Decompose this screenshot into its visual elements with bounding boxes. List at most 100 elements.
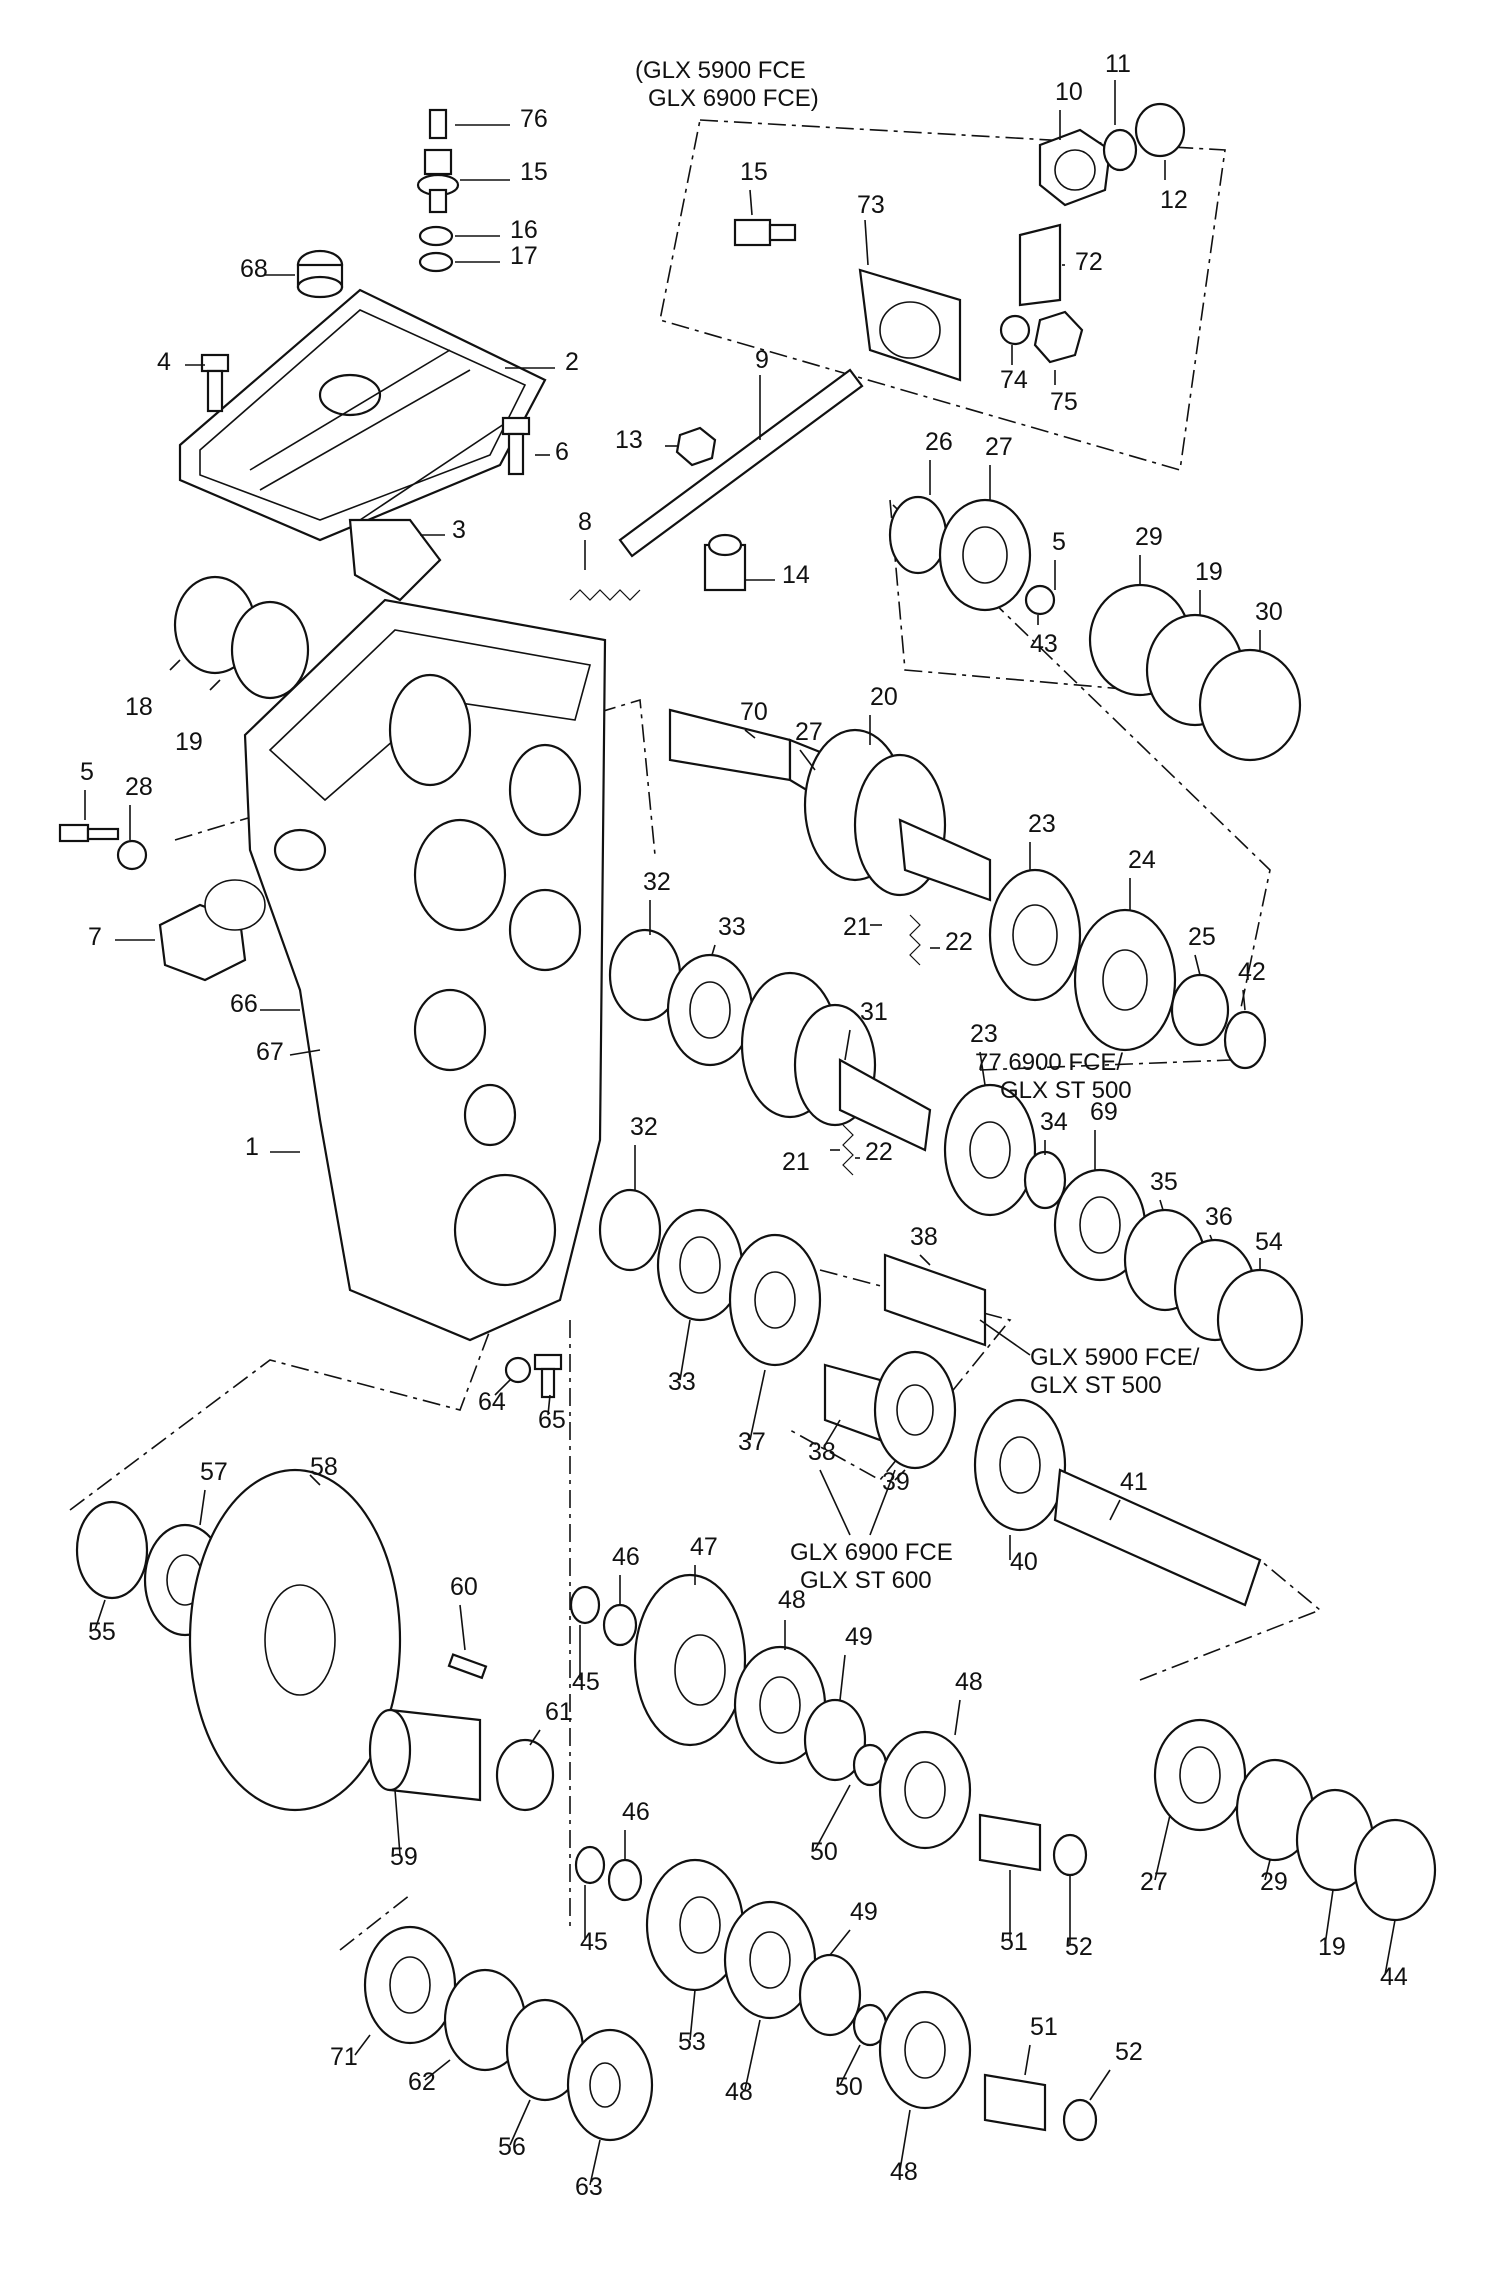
bearing-33-lower bbox=[656, 1208, 744, 1322]
leader-line-50 bbox=[814, 1784, 851, 1851]
part-number-label-24: 24 bbox=[1128, 846, 1156, 874]
o-ring-52-lower bbox=[1062, 2098, 1098, 2142]
leader-line-39 bbox=[894, 1469, 906, 1481]
part-number-label-33: 33 bbox=[718, 913, 746, 941]
part-number-label-42: 42 bbox=[1238, 958, 1266, 986]
leader-line-19 bbox=[1324, 1889, 1334, 1946]
part-number-label-67: 67 bbox=[256, 1038, 284, 1066]
leader-line-33 bbox=[679, 1319, 691, 1381]
leader-line-61 bbox=[529, 1729, 541, 1746]
sleeve-note-line1: GLX 5900 FCE/ bbox=[1030, 1344, 1200, 1371]
part-number-label-54: 54 bbox=[1255, 1228, 1283, 1256]
leader-line-38 bbox=[919, 1254, 931, 1266]
part-number-label-6: 6 bbox=[555, 438, 569, 466]
leader-line-48 bbox=[954, 1699, 961, 1736]
sleeve-note-line2: GLX ST 500 bbox=[1030, 1372, 1162, 1399]
seal-12 bbox=[1134, 102, 1186, 158]
part-number-label-5: 5 bbox=[1052, 528, 1066, 556]
part-number-label-48: 48 bbox=[778, 1586, 806, 1614]
washer-74 bbox=[999, 314, 1031, 346]
part-number-label-73: 73 bbox=[857, 191, 885, 219]
gear-24 bbox=[1073, 908, 1177, 1052]
part-number-label-20: 20 bbox=[870, 683, 898, 711]
leader-line-70 bbox=[744, 729, 756, 739]
bearing-33-top bbox=[666, 953, 754, 1067]
top-group-note-line2: GLX 6900 FCE) bbox=[648, 85, 819, 112]
sleeve-72 bbox=[1018, 223, 1062, 307]
circlip-49-lower bbox=[798, 1953, 862, 2037]
part-number-label-66: 66 bbox=[230, 990, 258, 1018]
part-number-label-49: 49 bbox=[845, 1623, 873, 1651]
part-number-label-32: 32 bbox=[630, 1113, 658, 1141]
leader-line-48 bbox=[744, 2019, 761, 2091]
part-number-label-16: 16 bbox=[510, 216, 538, 244]
washer-17 bbox=[418, 251, 454, 273]
leader-line-58 bbox=[309, 1474, 321, 1486]
part-number-label-25: 25 bbox=[1188, 923, 1216, 951]
key-60 bbox=[447, 1653, 488, 1680]
leader-line-36 bbox=[1209, 1234, 1213, 1241]
washer-28 bbox=[116, 839, 148, 871]
top-group-note-line1: (GLX 5900 FCE bbox=[635, 57, 806, 84]
part-number-label-33: 33 bbox=[668, 1368, 696, 1396]
part-number-label-50: 50 bbox=[835, 2073, 863, 2101]
part-number-label-21: 21 bbox=[782, 1148, 810, 1176]
part-number-label-56: 56 bbox=[498, 2133, 526, 2161]
part-number-label-51: 51 bbox=[1030, 2013, 1058, 2041]
gear-37 bbox=[728, 1233, 822, 1367]
part-number-label-49: 49 bbox=[850, 1898, 878, 1926]
group-outline-bottom-left bbox=[339, 1894, 411, 1951]
part-number-label-69: 69 bbox=[1090, 1098, 1118, 1126]
leader-line-65 bbox=[547, 1394, 551, 1416]
washer-16 bbox=[418, 225, 454, 247]
gear-note-arrow-right bbox=[869, 1469, 896, 1536]
seal-44 bbox=[1353, 1818, 1437, 1922]
group-outline-right-bearings bbox=[892, 504, 1271, 1071]
leader-line-38 bbox=[824, 1419, 841, 1446]
leader-line-55 bbox=[94, 1599, 106, 1631]
part-number-label-28: 28 bbox=[125, 773, 153, 801]
leader-line-18 bbox=[169, 659, 181, 671]
part-number-label-60: 60 bbox=[450, 1573, 478, 1601]
leader-line-25 bbox=[1194, 954, 1201, 976]
shift-spring bbox=[569, 589, 641, 601]
part-number-label-64: 64 bbox=[478, 1388, 506, 1416]
shaft-51-top bbox=[978, 1813, 1042, 1872]
part-number-label-72: 72 bbox=[1075, 248, 1103, 276]
leader-line-49 bbox=[839, 1654, 846, 1701]
circlip-45-lower bbox=[574, 1845, 606, 1885]
washer-43 bbox=[1024, 584, 1056, 616]
sleeve-38 bbox=[883, 1253, 987, 1347]
shift-shaft bbox=[618, 368, 864, 558]
leader-line-67 bbox=[289, 1049, 321, 1056]
leader-line-73 bbox=[864, 219, 869, 266]
detent-spring-21-mid bbox=[842, 1124, 854, 1176]
part-number-label-12: 12 bbox=[1160, 186, 1188, 214]
gear-40 bbox=[973, 1398, 1067, 1532]
hub-59 bbox=[368, 1708, 482, 1802]
part-number-label-71: 71 bbox=[330, 2043, 358, 2071]
gear-39 bbox=[873, 1350, 957, 1470]
leader-line-19 bbox=[209, 679, 221, 691]
leader-line-57 bbox=[199, 1489, 206, 1526]
leader-line-35 bbox=[1159, 1199, 1164, 1211]
part-number-label-34: 34 bbox=[1040, 1108, 1068, 1136]
part-number-label-35: 35 bbox=[1150, 1168, 1178, 1196]
part-number-label-57: 57 bbox=[200, 1458, 228, 1486]
washer-64 bbox=[504, 1356, 532, 1384]
cover-63 bbox=[566, 2028, 654, 2142]
part-number-label-52: 52 bbox=[1065, 1933, 1093, 1961]
bearing-27-lower bbox=[1153, 1718, 1247, 1832]
leader-line-60 bbox=[459, 1604, 466, 1651]
leader-line-50 bbox=[839, 2044, 861, 2086]
circlip-19-left bbox=[230, 600, 310, 700]
leader-line-48 bbox=[899, 2109, 911, 2171]
part-number-label-30: 30 bbox=[1255, 598, 1283, 626]
leader-line-27 bbox=[1154, 1814, 1171, 1881]
part-number-label-63: 63 bbox=[575, 2173, 603, 2201]
circlip-42 bbox=[1223, 1010, 1267, 1070]
leader-line-49 bbox=[829, 1929, 851, 1956]
ring-26 bbox=[888, 495, 948, 575]
part-number-label-13: 13 bbox=[615, 426, 643, 454]
